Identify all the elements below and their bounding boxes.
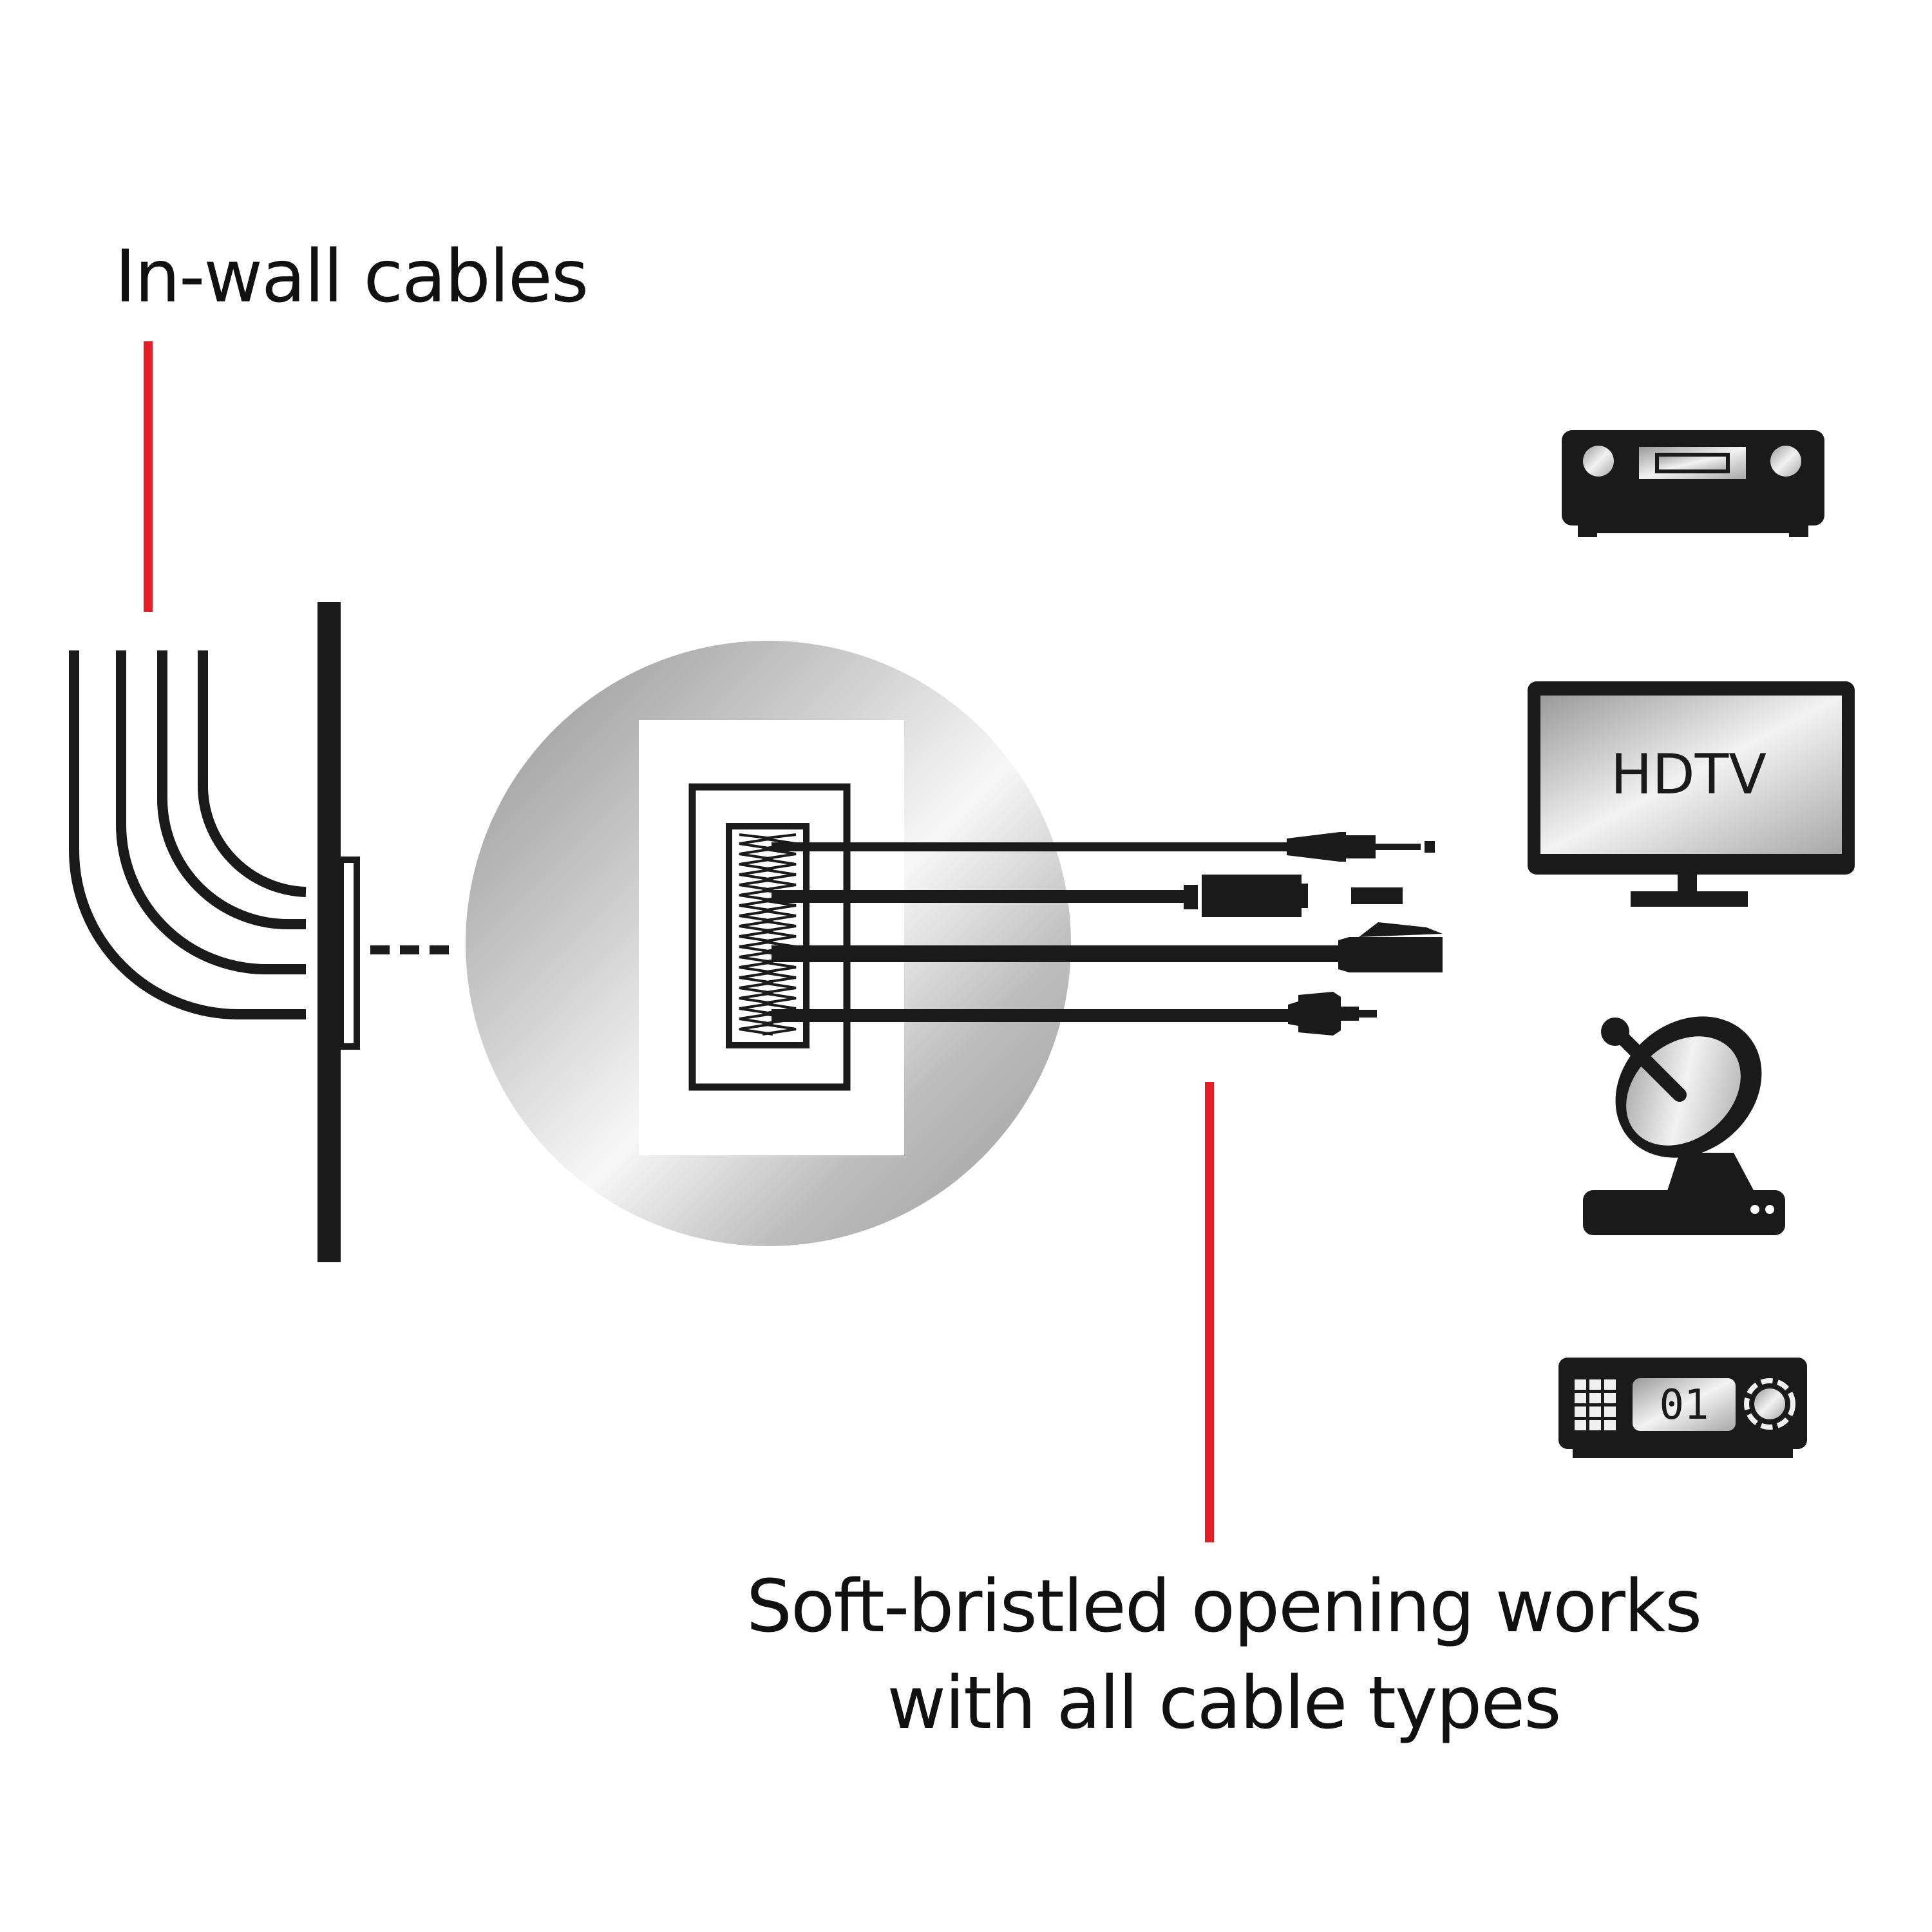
soft-bristle-label: Soft-bristled opening works with all cab…	[683, 1558, 1765, 1752]
audio-jack-icon	[1287, 832, 1435, 862]
soft-bristle-label-line2: with all cable types	[887, 1662, 1561, 1745]
brush-plate-icon	[466, 641, 1071, 1246]
wall-plate-icon	[317, 602, 360, 1262]
soft-bristle-label-line1: Soft-bristled opening works	[746, 1565, 1702, 1649]
cable-box-display: 01	[1659, 1381, 1709, 1429]
keypad-icon	[1575, 1379, 1616, 1430]
in-wall-cables-label: In-wall cables	[115, 235, 589, 319]
ethernet-plug-icon	[1338, 922, 1443, 972]
hdmi-plug-icon	[1184, 875, 1403, 917]
in-wall-cables-icon	[69, 650, 307, 1019]
rca-plug-icon	[1288, 992, 1377, 1036]
av-receiver-icon	[1562, 430, 1824, 537]
satellite-dish-icon	[1583, 1016, 1785, 1235]
tv-icon: HDTV	[1528, 681, 1855, 907]
tv-screen-text: HDTV	[1611, 743, 1766, 807]
device-cables	[772, 832, 1443, 1036]
cable-box-icon: 01	[1558, 1358, 1807, 1458]
